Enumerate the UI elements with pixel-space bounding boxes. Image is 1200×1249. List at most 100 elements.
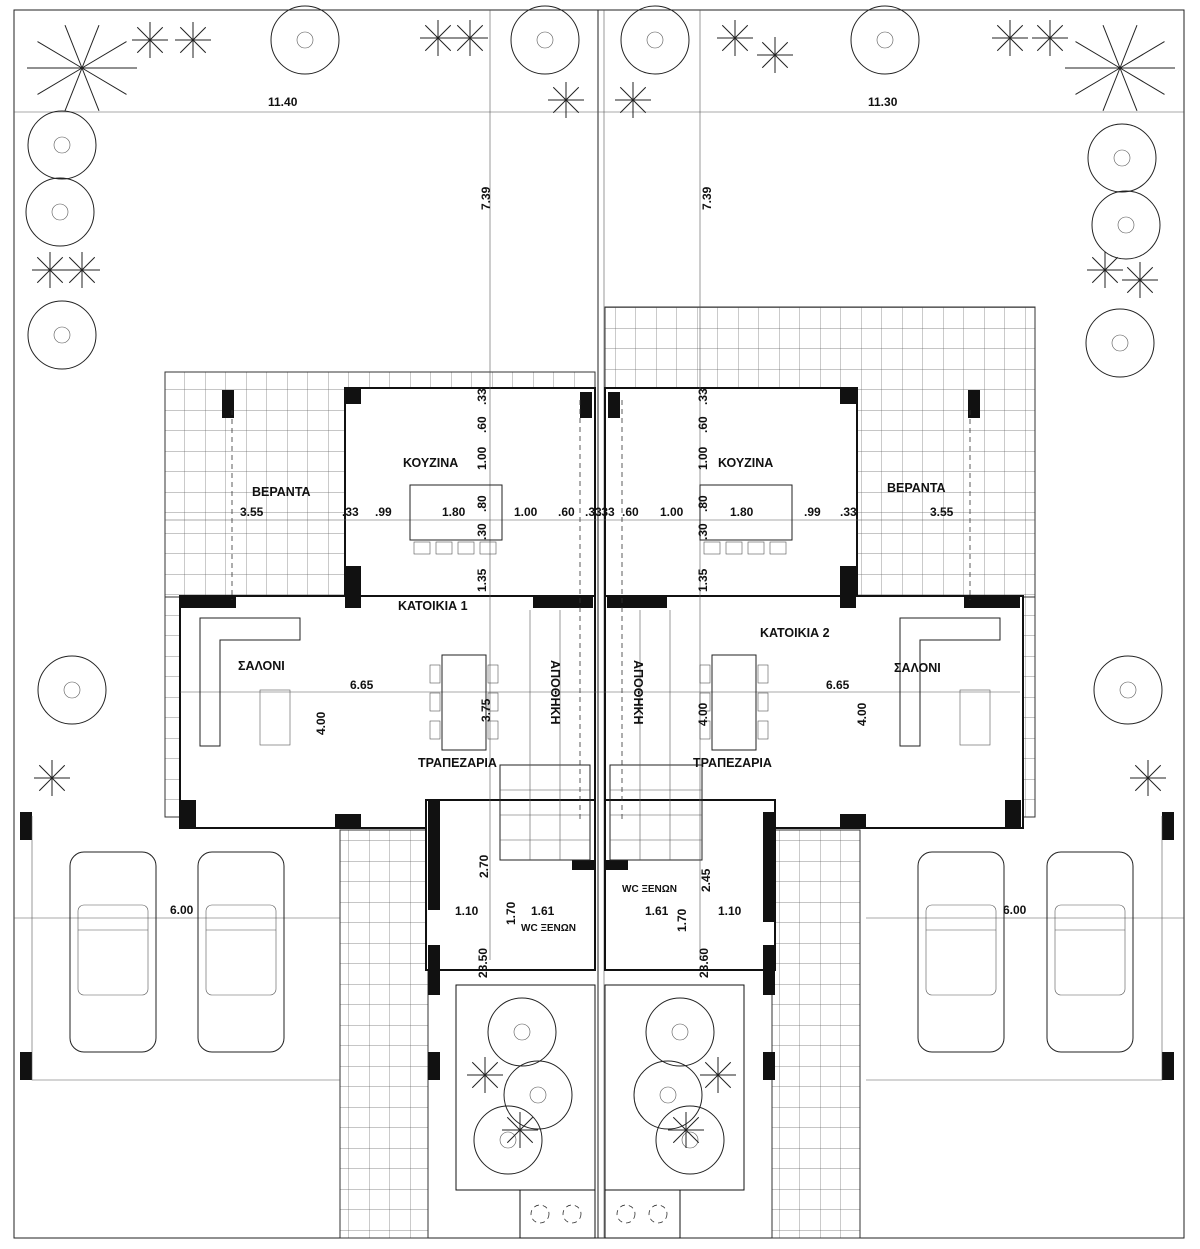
room-label-veranda-2: ΒΕΡΑΝΤΑ: [887, 481, 946, 495]
shrub-icon: [717, 20, 753, 56]
dim-v-1-2: 1.00: [475, 446, 489, 470]
room-label-living-2: ΣΑΛΟΝΙ: [894, 661, 941, 675]
shrub-icon: [1130, 760, 1166, 796]
wc-width-1: 1.61: [531, 904, 555, 918]
car-icon: [69, 851, 157, 1053]
tree-icon: [850, 5, 920, 75]
room-label-dining-1: ΤΡΑΠΕΖΑΡΙΑ: [418, 756, 497, 770]
palm-icon: [27, 25, 137, 111]
parking-width-1: 6.00: [170, 903, 194, 917]
living-width-2: 6.65: [826, 678, 850, 692]
sofa-icon: [899, 617, 1001, 747]
dim-v-1-5: 1.35: [475, 568, 489, 592]
shrub-icon: [1122, 262, 1158, 298]
dim-h-1-3: 1.00: [514, 505, 538, 519]
entry-width-1: 1.10: [455, 904, 479, 918]
dashed-guides: [231, 400, 971, 820]
car-icon: [197, 851, 285, 1053]
tree-icon: [1087, 123, 1157, 193]
dim-v-2-1: .60: [696, 416, 710, 433]
coffee-table-icon: [259, 689, 291, 746]
dim-h-2-2: 1.00: [660, 505, 684, 519]
dining-table-icon: [711, 654, 757, 751]
house-interiors: [179, 387, 1024, 1239]
living-width-1: 6.65: [350, 678, 374, 692]
shrub-icon: [1032, 20, 1068, 56]
planter-icon: [616, 1204, 636, 1224]
tree-icon: [37, 655, 107, 725]
porch-depth-2: 23.60: [697, 948, 711, 978]
dining-depth-1: 3.75: [479, 698, 493, 722]
tree-icon: [1093, 655, 1163, 725]
parking-width-2: 6.00: [1003, 903, 1027, 917]
dining-table-icon: [441, 654, 487, 751]
sofa-icon: [199, 617, 301, 747]
tree-icon: [503, 1060, 573, 1130]
living-depth-2: 4.00: [855, 702, 869, 726]
unit-name-1: ΚΑΤΟΙΚΙΑ 1: [398, 599, 468, 613]
tree-icon: [645, 997, 715, 1067]
dim-v-2-2: 1.00: [696, 446, 710, 470]
dim-v-2-0: .33: [696, 388, 710, 405]
dim-v-2-3: .80: [696, 495, 710, 512]
dim-v-2-4: .30: [696, 523, 710, 540]
tree-icon: [473, 1105, 543, 1175]
veranda-width-2: 3.55: [930, 505, 954, 519]
car-icon: [917, 851, 1005, 1053]
kitchen-island-icon: [409, 484, 503, 541]
dim-h-2-4: .99: [804, 505, 821, 519]
dim-v-1-4: .30: [475, 523, 489, 540]
tree-icon: [25, 177, 95, 247]
dim-v-1-1: .60: [475, 416, 489, 433]
dim-v-1-0: .33: [475, 388, 489, 405]
room-label-living-1: ΣΑΛΟΝΙ: [238, 659, 285, 673]
unit-name-2: ΚΑΤΟΙΚΙΑ 2: [760, 626, 830, 640]
porch-depth-1: 23.50: [476, 948, 490, 978]
setback-left: 7.39: [479, 186, 493, 210]
shrub-icon: [615, 82, 651, 118]
shrub-icon: [132, 22, 168, 58]
staircases: [499, 610, 703, 861]
tree-icon: [633, 1060, 703, 1130]
tree-icon: [1091, 190, 1161, 260]
tree-icon: [27, 110, 97, 180]
tree-icon: [655, 1105, 725, 1175]
dim-h-1-0: .33: [342, 505, 359, 519]
dim-h-2-1: .60: [622, 505, 639, 519]
dim-v-2-5: 1.35: [696, 568, 710, 592]
room-label-storage-2: ΑΠΟΘΗΚΗ: [631, 660, 645, 725]
dim-h-1-1: .99: [375, 505, 392, 519]
tree-icon: [1085, 308, 1155, 378]
kitchen-island-icon: [699, 484, 793, 541]
parking-area: [31, 816, 1163, 1081]
coffee-table-icon: [959, 689, 991, 746]
structural-columns: [20, 388, 1174, 1080]
shrub-icon: [32, 252, 68, 288]
setback-right: 7.39: [700, 186, 714, 210]
entry-depth-2: 2.45: [699, 868, 713, 892]
tree-icon: [510, 5, 580, 75]
living-depth-1: 4.00: [314, 711, 328, 735]
plot-boundary: [13, 9, 1185, 1239]
shrub-icon: [1087, 252, 1123, 288]
entry-width-2: 1.10: [718, 904, 742, 918]
veranda-width-1: 3.55: [240, 505, 264, 519]
tree-icon: [620, 5, 690, 75]
palm-icon: [1065, 25, 1175, 111]
shrub-icon: [668, 1112, 704, 1148]
shrub-icon: [64, 252, 100, 288]
shrub-icon: [548, 82, 584, 118]
dim-h-2-5: .33: [840, 505, 857, 519]
room-label-kitchen-2: ΚΟΥΖΙΝΑ: [718, 456, 773, 470]
shrub-icon: [757, 37, 793, 73]
room-label-veranda-1: ΒΕΡΑΝΤΑ: [252, 485, 311, 499]
plot-width-left: 11.40: [268, 95, 298, 109]
room-label-wc-2: WC ΞΕΝΩΝ: [622, 884, 677, 895]
shrub-icon: [700, 1057, 736, 1093]
car-icon: [1046, 851, 1134, 1053]
dim-h-1-4: .60: [558, 505, 575, 519]
shrub-icon: [467, 1057, 503, 1093]
dim-h-2-0: .33: [598, 505, 615, 519]
shrub-icon: [502, 1112, 538, 1148]
